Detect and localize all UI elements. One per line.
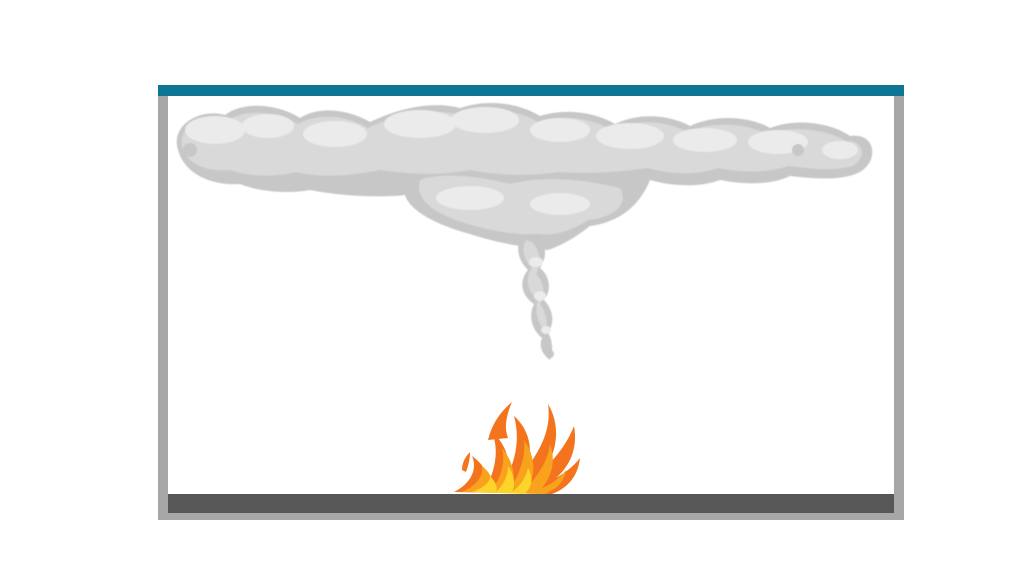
smoke-layer-icon [176, 102, 873, 251]
right-wall [894, 94, 904, 520]
smoke-plume-icon [518, 234, 554, 360]
floor-base-strip [158, 513, 904, 520]
fire-icon [454, 402, 580, 494]
floor [168, 494, 894, 513]
left-wall [158, 94, 168, 520]
ceiling [158, 85, 904, 96]
